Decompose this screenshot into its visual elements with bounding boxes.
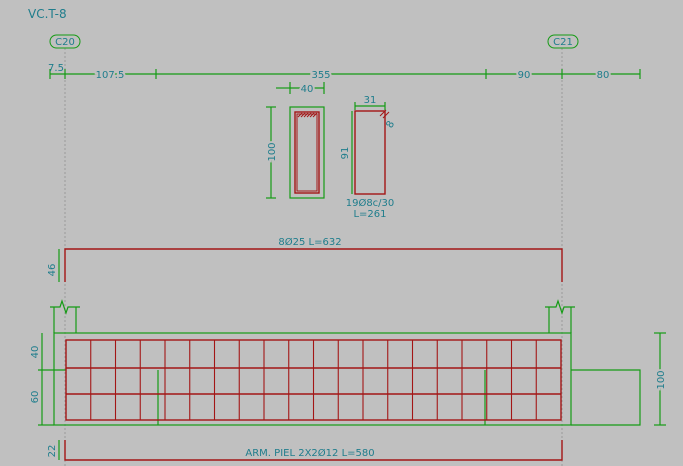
dim-label-7-5: 7.5 bbox=[48, 63, 64, 74]
beam-lower-dim-label: 60 bbox=[30, 391, 41, 404]
column-tag-left[interactable]: C20 bbox=[49, 34, 81, 49]
stirrup-length-label: L=261 bbox=[353, 209, 386, 220]
column-break-right bbox=[545, 299, 575, 333]
dim-label-107-5: 107.5 bbox=[96, 70, 125, 81]
column-tag-left-label: C20 bbox=[55, 37, 75, 48]
dim-label-355: 355 bbox=[311, 70, 330, 81]
column-break-left bbox=[50, 299, 80, 333]
stirrup-detail[interactable] bbox=[351, 102, 390, 195]
column-tag-right-label: C21 bbox=[553, 37, 573, 48]
stirrup-spec-label: 19Ø8c/30 bbox=[346, 197, 395, 209]
dim-label-80: 80 bbox=[597, 70, 610, 81]
top-bar[interactable] bbox=[64, 248, 563, 282]
beam-elevation[interactable] bbox=[38, 332, 641, 426]
stirrup-height-label: 91 bbox=[340, 147, 351, 160]
right-height-dim bbox=[654, 332, 666, 426]
bottom-bar-hook-label: 22 bbox=[47, 445, 58, 458]
bottom-bar[interactable] bbox=[64, 440, 563, 461]
rebar-cage[interactable] bbox=[65, 339, 562, 421]
top-bar-hook-label: 46 bbox=[47, 264, 58, 277]
right-height-dim-label: 100 bbox=[656, 370, 667, 389]
top-dimension-line bbox=[49, 69, 641, 79]
beam-cross-section[interactable] bbox=[266, 82, 325, 199]
section-height-label: 100 bbox=[267, 142, 278, 161]
stirrup-width-label: 31 bbox=[364, 95, 377, 106]
column-tag-right[interactable]: C21 bbox=[547, 34, 579, 49]
beam-upper-dim-label: 40 bbox=[30, 346, 41, 359]
section-width-label: 40 bbox=[301, 84, 314, 95]
stirrup-hook-label: 8 bbox=[384, 119, 397, 130]
drawing-title: VC.T-8 bbox=[28, 7, 67, 21]
bottom-bar-label: ARM. PIEL 2X2Ø12 L=580 bbox=[245, 447, 374, 459]
top-bar-label: 8Ø25 L=632 bbox=[278, 236, 341, 248]
dim-label-90: 90 bbox=[518, 70, 531, 81]
